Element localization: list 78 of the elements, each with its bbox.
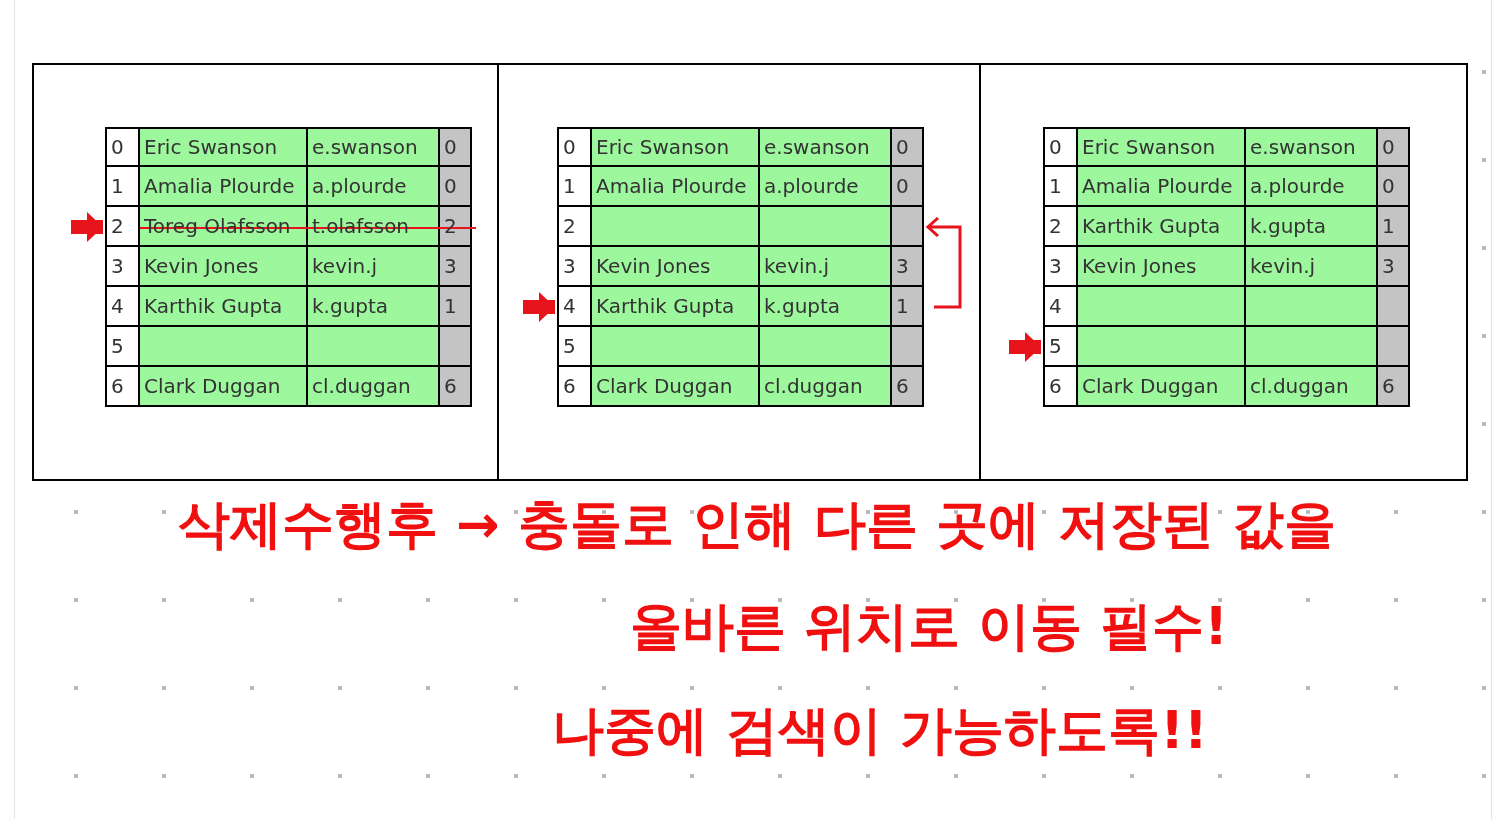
name-cell: Kevin Jones bbox=[138, 247, 306, 285]
username-cell: e.swanson bbox=[758, 127, 890, 165]
table-row bbox=[1043, 167, 1410, 207]
username-cell: k.gupta bbox=[1244, 207, 1376, 245]
name-cell: Eric Swanson bbox=[1076, 127, 1244, 165]
table-row bbox=[105, 247, 472, 287]
name-cell: Kevin Jones bbox=[590, 247, 758, 285]
value-cell: 1 bbox=[1376, 207, 1410, 245]
value-cell: 3 bbox=[890, 247, 924, 285]
table-row bbox=[1043, 207, 1410, 247]
name-cell: Karthik Gupta bbox=[138, 287, 306, 325]
handwritten-note: 나중에 검색이 가능하도록!! bbox=[552, 699, 1208, 762]
table-row bbox=[105, 127, 472, 167]
username-cell: a.plourde bbox=[758, 167, 890, 205]
value-cell: 0 bbox=[890, 167, 924, 205]
value-cell: 0 bbox=[1376, 167, 1410, 205]
table-row bbox=[1043, 287, 1410, 327]
table-row bbox=[557, 367, 924, 407]
table-row bbox=[105, 287, 472, 327]
username-cell: k.gupta bbox=[758, 287, 890, 325]
table-row bbox=[105, 367, 472, 407]
username-cell: a.plourde bbox=[1244, 167, 1376, 205]
panel-frame bbox=[979, 63, 1468, 481]
username-cell: e.swanson bbox=[306, 127, 438, 165]
value-cell: 0 bbox=[1376, 127, 1410, 165]
name-cell: Amalia Plourde bbox=[590, 167, 758, 205]
value-cell: 0 bbox=[438, 167, 472, 205]
table-row bbox=[105, 167, 472, 207]
table-row bbox=[557, 327, 924, 367]
name-cell: Karthik Gupta bbox=[590, 287, 758, 325]
handwritten-note: 삭제수행후 → 충돌로 인해 다른 곳에 저장된 값을 bbox=[178, 493, 1337, 556]
value-cell: 0 bbox=[438, 127, 472, 165]
value-cell: 3 bbox=[1376, 247, 1410, 285]
name-cell: Clark Duggan bbox=[590, 367, 758, 405]
username-cell: kevin.j bbox=[1244, 247, 1376, 285]
index-cell: 0 bbox=[557, 127, 590, 165]
username-cell: cl.duggan bbox=[758, 367, 890, 405]
move-arrow bbox=[926, 216, 962, 309]
index-cell: 0 bbox=[1043, 127, 1076, 165]
table-row bbox=[1043, 247, 1410, 287]
value-cell: 0 bbox=[890, 127, 924, 165]
name-cell: Clark Duggan bbox=[138, 367, 306, 405]
value-cell: 6 bbox=[438, 367, 472, 405]
username-cell: k.gupta bbox=[306, 287, 438, 325]
index-cell: 0 bbox=[105, 127, 138, 165]
username-cell: e.swanson bbox=[1244, 127, 1376, 165]
table-row bbox=[557, 167, 924, 207]
name-cell: Clark Duggan bbox=[1076, 367, 1244, 405]
table-row bbox=[105, 327, 472, 367]
value-cell: 6 bbox=[890, 367, 924, 405]
name-cell: Eric Swanson bbox=[590, 127, 758, 165]
name-cell: Kevin Jones bbox=[1076, 247, 1244, 285]
table-row bbox=[557, 207, 924, 247]
pointer-arrow bbox=[71, 212, 103, 242]
username-cell: cl.duggan bbox=[306, 367, 438, 405]
value-cell: 1 bbox=[890, 287, 924, 325]
value-cell: 6 bbox=[1376, 367, 1410, 405]
table-row bbox=[1043, 127, 1410, 167]
panel-frame bbox=[497, 63, 979, 481]
value-cell: 3 bbox=[438, 247, 472, 285]
name-cell: Karthik Gupta bbox=[1076, 207, 1244, 245]
table-row bbox=[1043, 367, 1410, 407]
handwritten-note: 올바른 위치로 이동 필수! bbox=[630, 595, 1229, 658]
username-cell: kevin.j bbox=[758, 247, 890, 285]
name-cell: Eric Swanson bbox=[138, 127, 306, 165]
panel-frame bbox=[32, 63, 497, 481]
value-cell: 1 bbox=[438, 287, 472, 325]
table-row bbox=[1043, 327, 1410, 367]
username-cell: cl.duggan bbox=[1244, 367, 1376, 405]
username-cell: a.plourde bbox=[306, 167, 438, 205]
name-cell: Amalia Plourde bbox=[138, 167, 306, 205]
table-row bbox=[557, 127, 924, 167]
name-cell: Amalia Plourde bbox=[1076, 167, 1244, 205]
table-row bbox=[557, 287, 924, 327]
pointer-arrow bbox=[1009, 332, 1041, 362]
username-cell: kevin.j bbox=[306, 247, 438, 285]
table-row bbox=[557, 247, 924, 287]
pointer-arrow bbox=[523, 292, 555, 322]
